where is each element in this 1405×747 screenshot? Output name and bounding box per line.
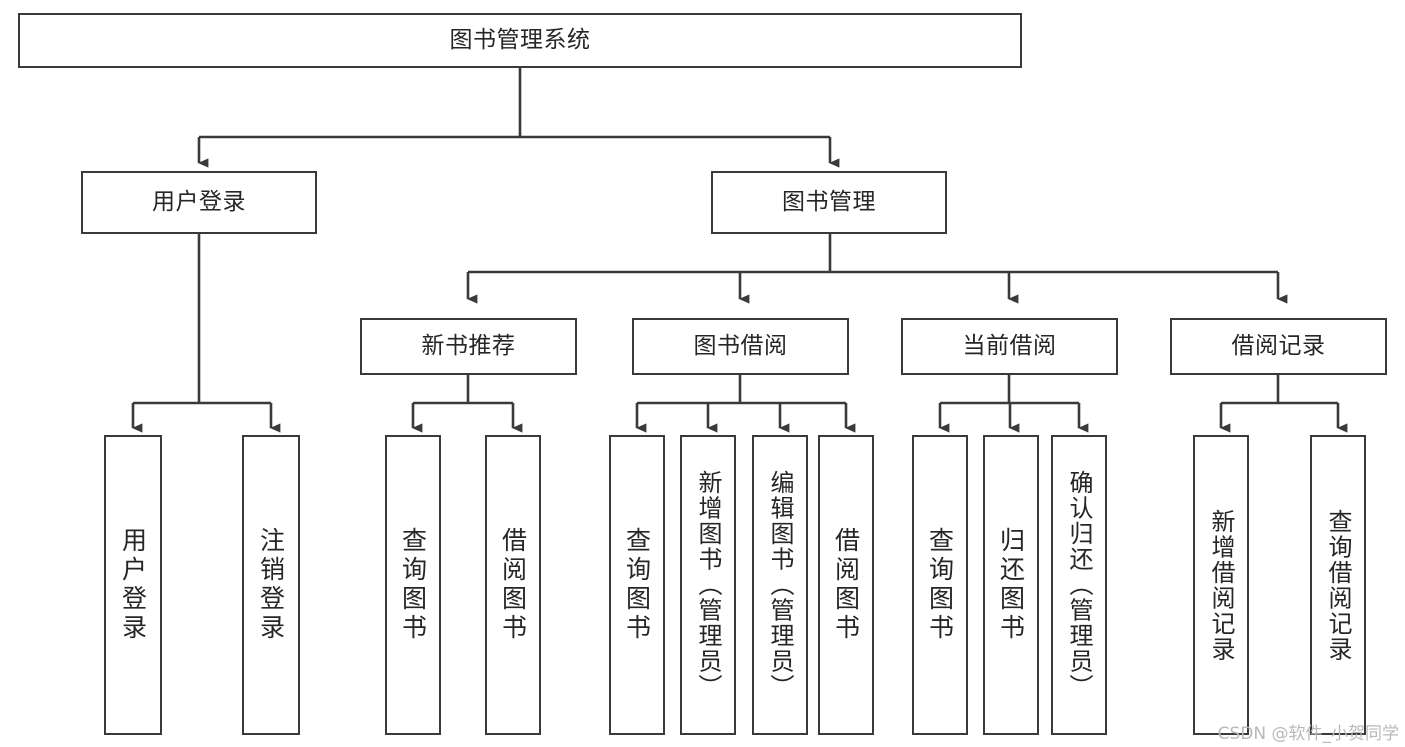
node-label: 用户登录 bbox=[152, 188, 246, 215]
node-label: 查询图书 bbox=[398, 527, 428, 643]
watermark: CSDN @软件_小贺同学 bbox=[1217, 724, 1399, 744]
leaf-recommend-borrow-books[interactable]: 借阅图书 bbox=[485, 435, 541, 735]
node-label: 图书借阅 bbox=[693, 332, 788, 359]
node-book-borrow[interactable]: 图书借阅 bbox=[632, 318, 849, 375]
node-user-login[interactable]: 用户登录 bbox=[81, 171, 317, 234]
node-label: 确认归还（管理员） bbox=[1065, 470, 1093, 700]
node-label: 用户登录 bbox=[118, 527, 148, 643]
leaf-user-login-signin[interactable]: 用户登录 bbox=[104, 435, 162, 735]
node-label: 图书管理系统 bbox=[449, 26, 591, 53]
leaf-borrow-borrow-books[interactable]: 借阅图书 bbox=[818, 435, 874, 735]
leaf-borrow-edit-book-admin[interactable]: 编辑图书（管理员） bbox=[752, 435, 808, 735]
node-label: 注销登录 bbox=[256, 527, 286, 643]
node-label: 借阅记录 bbox=[1231, 332, 1326, 359]
leaf-user-login-signout[interactable]: 注销登录 bbox=[242, 435, 300, 735]
node-label: 当前借阅 bbox=[962, 332, 1057, 359]
node-current-borrow[interactable]: 当前借阅 bbox=[901, 318, 1118, 375]
leaf-recommend-query-books[interactable]: 查询图书 bbox=[385, 435, 441, 735]
node-book-management[interactable]: 图书管理 bbox=[711, 171, 947, 234]
node-root-book-management-system[interactable]: 图书管理系统 bbox=[18, 13, 1022, 68]
node-new-book-recommend[interactable]: 新书推荐 bbox=[360, 318, 577, 375]
node-label: 新书推荐 bbox=[421, 332, 516, 359]
node-label: 归还图书 bbox=[996, 527, 1026, 643]
node-borrow-records[interactable]: 借阅记录 bbox=[1170, 318, 1387, 375]
leaf-records-add-record[interactable]: 新增借阅记录 bbox=[1193, 435, 1249, 735]
node-label: 查询借阅记录 bbox=[1324, 508, 1352, 662]
leaf-borrow-query-books[interactable]: 查询图书 bbox=[609, 435, 665, 735]
node-label: 新增图书（管理员） bbox=[694, 470, 722, 700]
leaf-borrow-add-book-admin[interactable]: 新增图书（管理员） bbox=[680, 435, 736, 735]
node-label: 查询图书 bbox=[925, 527, 955, 643]
leaf-current-confirm-return-admin[interactable]: 确认归还（管理员） bbox=[1051, 435, 1107, 735]
node-label: 新增借阅记录 bbox=[1207, 508, 1235, 662]
node-label: 借阅图书 bbox=[831, 527, 861, 643]
node-label: 查询图书 bbox=[622, 527, 652, 643]
leaf-current-query-books[interactable]: 查询图书 bbox=[912, 435, 968, 735]
leaf-current-return-books[interactable]: 归还图书 bbox=[983, 435, 1039, 735]
node-label: 编辑图书（管理员） bbox=[766, 470, 794, 700]
leaf-records-query-record[interactable]: 查询借阅记录 bbox=[1310, 435, 1366, 735]
node-label: 图书管理 bbox=[782, 188, 876, 215]
node-label: 借阅图书 bbox=[498, 527, 528, 643]
